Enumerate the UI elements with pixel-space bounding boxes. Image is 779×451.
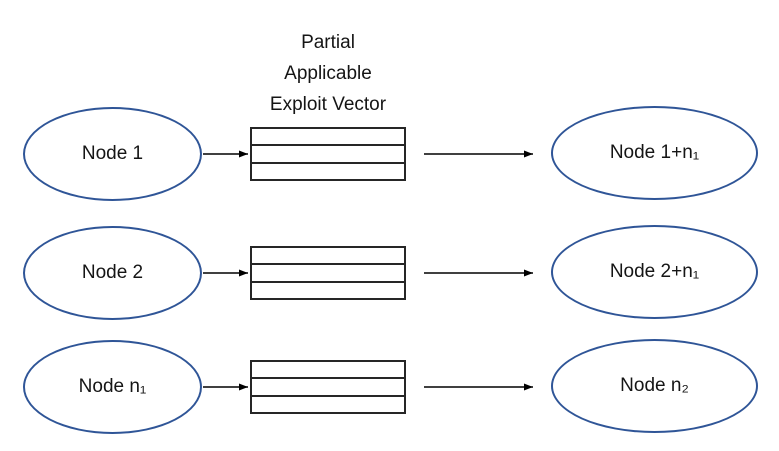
node-label: Node 2 xyxy=(81,262,144,283)
node-ellipse-target-1: Node 1+n₁ xyxy=(551,106,758,200)
vector-cell xyxy=(252,379,404,397)
vector-cell xyxy=(252,397,404,412)
node-label: Node n₂ xyxy=(620,375,689,396)
exploit-vector-box-3 xyxy=(250,360,406,414)
node-ellipse-target-3: Node n₂ xyxy=(551,339,758,433)
node-ellipse-source-1: Node 1 xyxy=(23,107,202,201)
node-ellipse-source-3: Node n₁ xyxy=(23,340,202,434)
node-label: Node 1 xyxy=(81,143,144,164)
diagram-title: Partial Applicable Exploit Vector xyxy=(269,32,387,115)
node-ellipse-source-2: Node 2 xyxy=(23,226,202,320)
exploit-vector-box-1 xyxy=(250,127,406,181)
exploit-vector-box-2 xyxy=(250,246,406,300)
vector-cell xyxy=(252,248,404,266)
vector-cell xyxy=(252,362,404,380)
vector-cell xyxy=(252,129,404,147)
vector-cell xyxy=(252,164,404,179)
node-label: Node 2+n₁ xyxy=(609,261,700,282)
node-label: Node n₁ xyxy=(78,376,147,397)
node-label: Node 1+n₁ xyxy=(609,142,700,163)
vector-cell xyxy=(252,146,404,164)
node-ellipse-target-2: Node 2+n₁ xyxy=(551,225,758,319)
vector-cell xyxy=(252,283,404,298)
vector-cell xyxy=(252,265,404,283)
